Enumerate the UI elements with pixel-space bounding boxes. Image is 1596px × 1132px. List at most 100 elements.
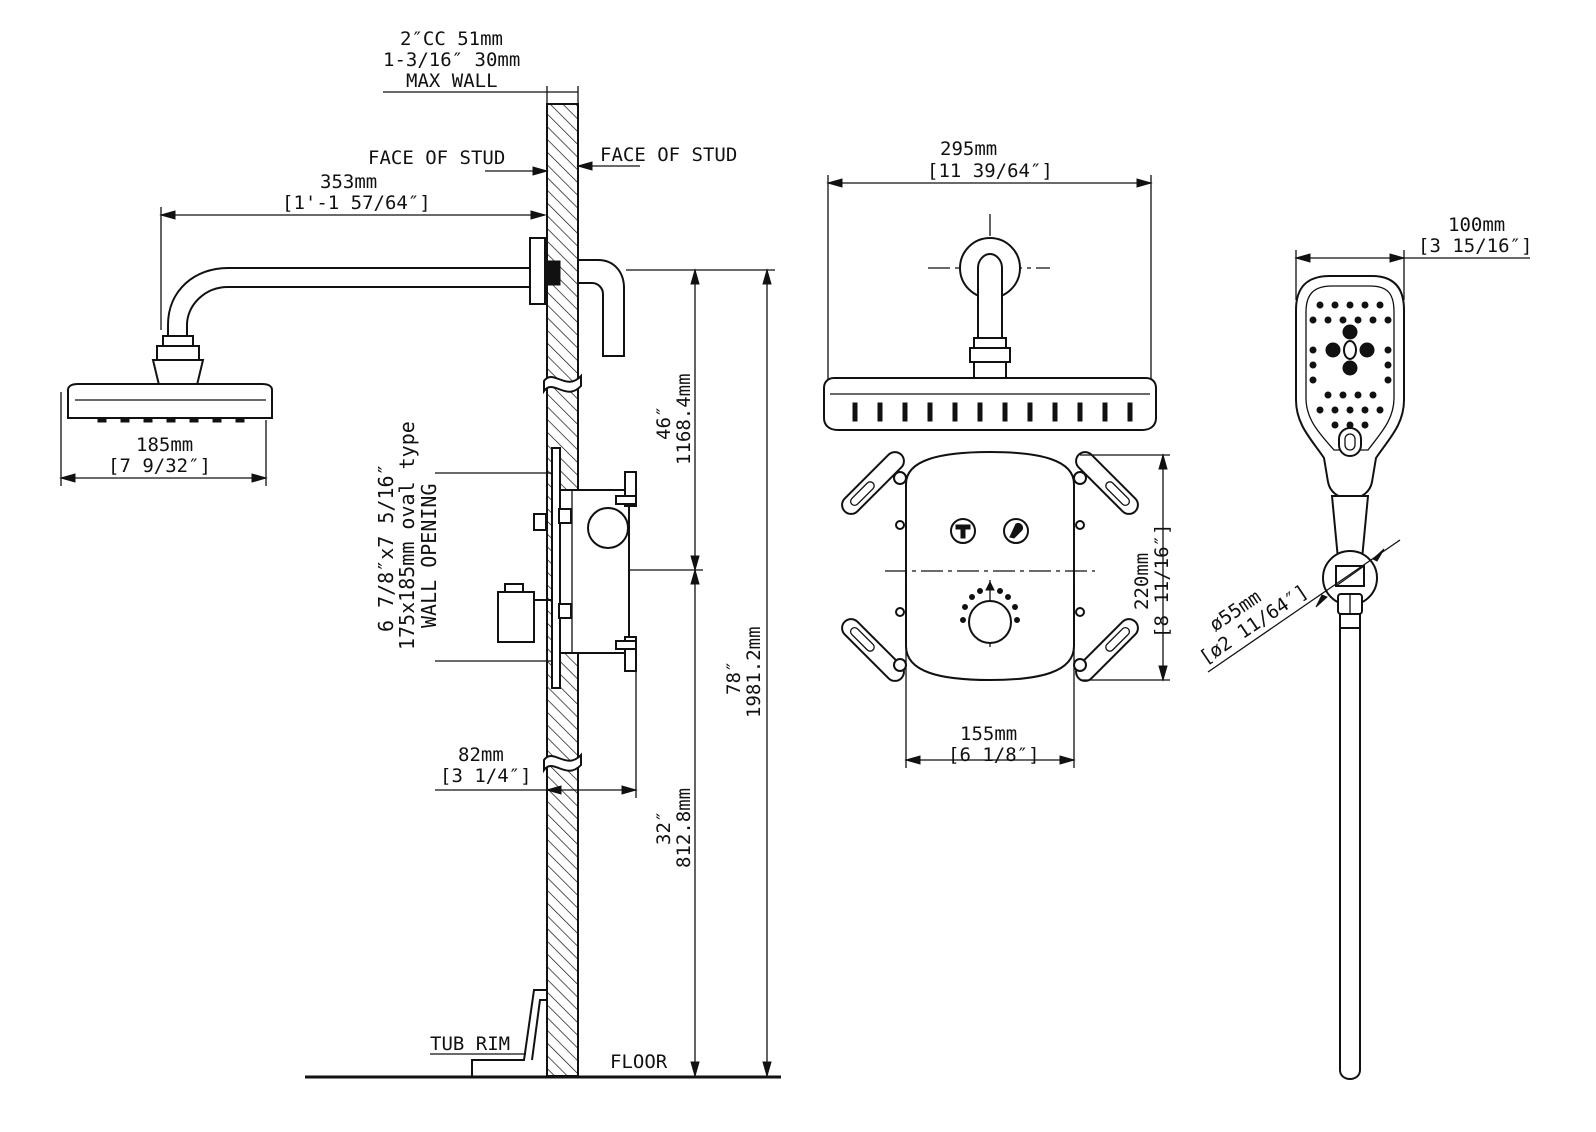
plate-width-arrow-right [1059, 755, 1076, 765]
max-wall-label: MAX WALL [406, 70, 498, 92]
plate-height-imperial: [8 11/16″] [1151, 524, 1173, 638]
hand-shower-head [1295, 275, 1405, 499]
tub-rim-label: TUB RIM [430, 1033, 510, 1055]
floor-to-valve-mm: 812.8mm [673, 788, 695, 868]
shower-head-imperial: [7 9/32″] [108, 455, 211, 477]
face-of-stud-left-label: FACE OF STUD [368, 147, 505, 169]
face-of-stud-left-arrow [532, 166, 549, 176]
holder-arrow-upper [1372, 548, 1385, 562]
shower-head-glyph-icon [955, 524, 971, 539]
tub-rim-outline [471, 989, 547, 1076]
dim-46-arrow-bottom [690, 555, 700, 572]
arm-reach-arrow-right [530, 210, 547, 220]
valve-depth-arrow-left [545, 785, 562, 795]
hand-shower-spray-button-inner [1344, 433, 1356, 451]
shower-head-neck [151, 359, 205, 386]
side-view: 2″CC 51mm 1-3/16″ 30mm MAX WALL FACE OF … [59, 28, 781, 1079]
floor-to-arm-imperial: 78″ [723, 661, 745, 695]
head-width-arrow-left [826, 178, 843, 188]
wall-break-lower [543, 752, 582, 774]
temperature-scale-dots [960, 588, 1020, 623]
arm-front-nut-lower [969, 347, 1011, 363]
floor-to-valve-imperial: 32″ [653, 811, 675, 845]
hand-shower-hose [1339, 627, 1361, 1080]
shower-head-nut-lower [156, 345, 200, 361]
head-width-mm: 295mm [940, 138, 997, 160]
valve-handle-cap [504, 583, 524, 593]
shower-head-arrow-left [59, 473, 76, 483]
hand-shower-glyph-icon [1009, 523, 1023, 539]
valve-mount-tab-top [615, 495, 637, 505]
hand-shower-hose-cone [1339, 613, 1361, 629]
mounting-brackets [841, 451, 1139, 682]
valve-screw-mid-top [558, 508, 572, 524]
plate-width-arrow-left [904, 755, 921, 765]
hand-shower-width-mm: 100mm [1448, 214, 1505, 236]
valve-screw-mid-bottom [558, 603, 572, 619]
plate-width-imperial: [6 1/8″] [948, 744, 1040, 766]
valve-port-circle [587, 507, 629, 549]
valve-to-arm-mm: 1168.4mm [673, 373, 695, 465]
arm-reach-imperial: [1'-1 57/64″] [282, 192, 431, 214]
cc-label: 2″CC 51mm [400, 28, 503, 50]
wall-opening-label: WALL OPENING [417, 484, 441, 629]
shower-arm-elbow-fitting [547, 260, 561, 286]
hand-shower-face [1305, 285, 1395, 451]
valve-to-arm-imperial: 46″ [653, 406, 675, 440]
valve-mount-bracket-top [624, 471, 637, 507]
front-view: 295mm [11 39/64″] [823, 138, 1173, 768]
valve-depth-imperial: [3 1/4″] [440, 765, 532, 787]
shower-head-body [67, 383, 273, 419]
arm-reach-arrow-left [159, 210, 176, 220]
max-wall-dimension: 1-3/16″ 30mm [383, 49, 520, 71]
valve-mount-tab-bottom [615, 640, 637, 650]
shower-arm-flange [529, 237, 546, 305]
shower-head-front-nozzles [852, 402, 1133, 422]
plate-height-mm: 220mm [1131, 553, 1153, 610]
holder-arrow-lower [1315, 594, 1328, 608]
wall-opening-mm: 175x185mm oval type [395, 421, 419, 650]
hand-shower-holder-clip-diagonal [1335, 565, 1365, 587]
arm-front-nut [973, 337, 1007, 349]
face-of-stud-right-arrow [576, 161, 593, 171]
temperature-handle [968, 600, 1012, 644]
head-width-imperial: [11 39/64″] [927, 160, 1053, 182]
valve-mount-bracket-bottom [624, 636, 637, 672]
wall-break-upper [543, 373, 582, 395]
dim-78-arrow-bottom [762, 1061, 772, 1078]
valve-depth-mm: 82mm [458, 744, 504, 766]
dim-32-arrow-bottom [690, 1061, 700, 1078]
valve-trim-plate [551, 447, 561, 689]
arm-front [977, 252, 1003, 339]
valve-depth-arrow-right [621, 785, 638, 795]
hand-shower-width-imperial: [3 15/16″] [1418, 235, 1532, 257]
floor-to-arm-mm: 1981.2mm [743, 626, 765, 718]
dim-46-arrow-top [690, 268, 700, 285]
floor-label: FLOOR [610, 1051, 668, 1073]
shower-head-arrow-right [251, 473, 268, 483]
arm-front-neck [973, 361, 1007, 379]
hand-shower-center-nozzles [1325, 324, 1375, 376]
hand-shower-width-arrow-left [1294, 253, 1311, 263]
head-width-arrow-right [1136, 178, 1153, 188]
temperature-marker-icon [985, 580, 995, 591]
shower-head-mm: 185mm [136, 434, 193, 456]
arm-reach-mm: 353mm [320, 171, 377, 193]
dim-78-arrow-top [762, 268, 772, 285]
plate-width-mm: 155mm [960, 723, 1017, 745]
holder-dimension-line [1207, 539, 1401, 673]
drop-elbow [578, 259, 625, 356]
face-of-stud-right-label: FACE OF STUD [600, 144, 737, 166]
shower-arm [167, 267, 545, 338]
valve-handle-stub [497, 591, 535, 643]
hand-shower-nozzle-grid [1309, 301, 1392, 429]
hand-shower-view: 100mm [3 15/16″] [1195, 214, 1532, 1080]
shower-head-nozzles [97, 417, 245, 423]
valve-screw-top [533, 513, 547, 531]
hand-shower-spray-button [1338, 427, 1362, 457]
shower-head-nut-upper [162, 335, 194, 347]
hand-shower-width-arrow-right [1389, 253, 1406, 263]
plate-height-arrow-bottom [1158, 665, 1168, 682]
dim-32-arrow-top [690, 568, 700, 585]
